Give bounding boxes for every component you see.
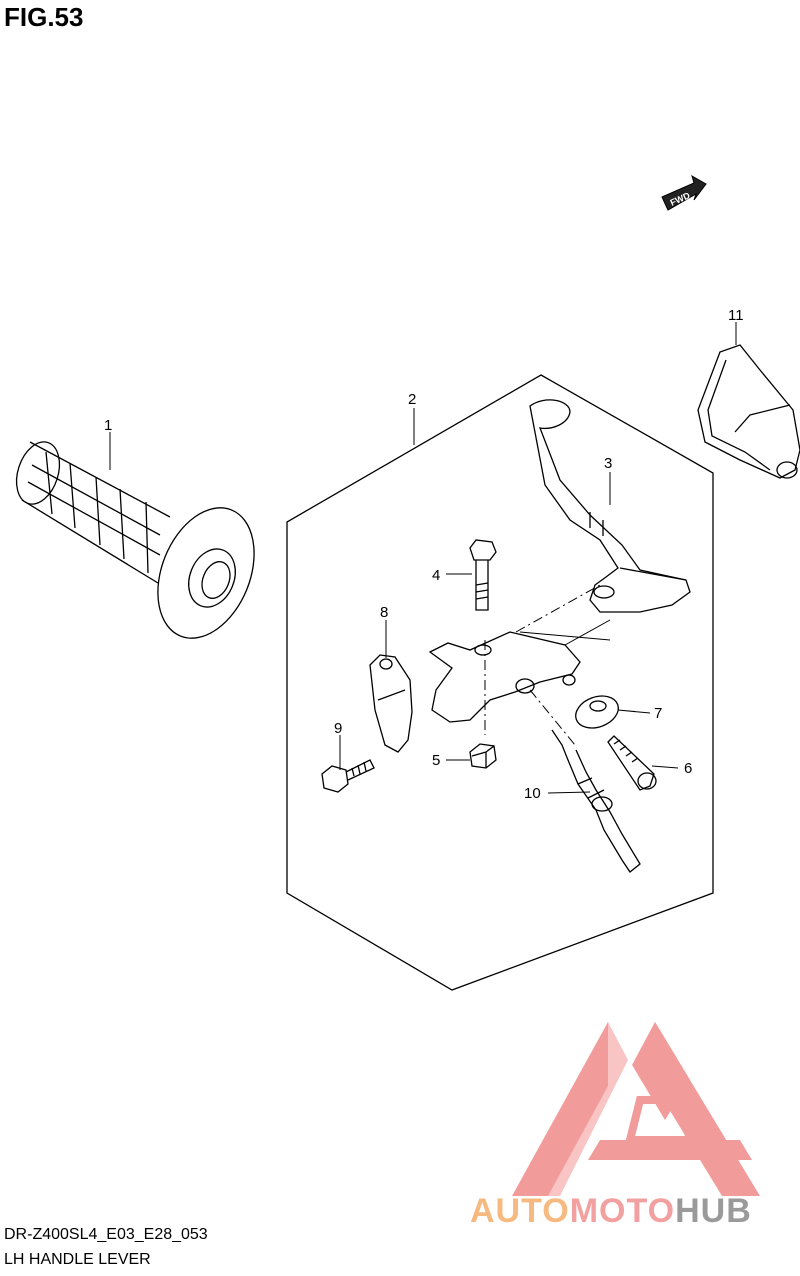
lever-holder-part — [369, 654, 413, 753]
adjuster-nut-part — [575, 695, 619, 729]
callout-9: 9 — [334, 720, 342, 737]
assembly-outline — [286, 374, 714, 991]
callout-10: 10 — [524, 785, 541, 802]
watermark-text: AUTOMOTOHUB — [470, 1192, 752, 1231]
callout-11: 11 — [728, 307, 744, 324]
assembly-guide-lines — [484, 584, 611, 746]
diagram-code: DR-Z400SL4_E03_E28_053 — [4, 1226, 208, 1243]
cable-adjuster-part — [607, 735, 657, 791]
diagram-name: LH HANDLE LEVER — [4, 1251, 151, 1268]
callout-2: 2 — [408, 391, 416, 408]
lever-bracket-part — [428, 631, 581, 723]
callout-8: 8 — [380, 604, 388, 621]
callout-1: 1 — [104, 417, 112, 434]
grip-part — [15, 441, 255, 639]
callout-5: 5 — [432, 752, 440, 769]
callout-leaders — [109, 322, 737, 794]
nut-part — [469, 743, 497, 769]
pivot-bolt-part — [469, 539, 497, 611]
callout-3: 3 — [604, 455, 612, 472]
callout-7: 7 — [654, 705, 662, 722]
callout-numbers: 1 2 3 4 5 6 7 8 9 10 11 — [104, 307, 744, 802]
lever-cover-part — [697, 344, 800, 479]
figure-title: FIG.53 — [4, 2, 84, 32]
watermark-moto: MOTO — [569, 1192, 676, 1230]
watermark-auto: AUTO — [470, 1192, 570, 1230]
fwd-arrow-icon: FWD — [661, 174, 707, 211]
callout-6: 6 — [684, 760, 692, 777]
watermark-hub: HUB — [675, 1192, 752, 1230]
watermark-logo — [512, 1022, 760, 1196]
holder-bolt-part — [321, 759, 375, 793]
clutch-cable-part — [551, 729, 641, 873]
callout-4: 4 — [432, 567, 440, 584]
clutch-lever-part — [529, 399, 691, 613]
